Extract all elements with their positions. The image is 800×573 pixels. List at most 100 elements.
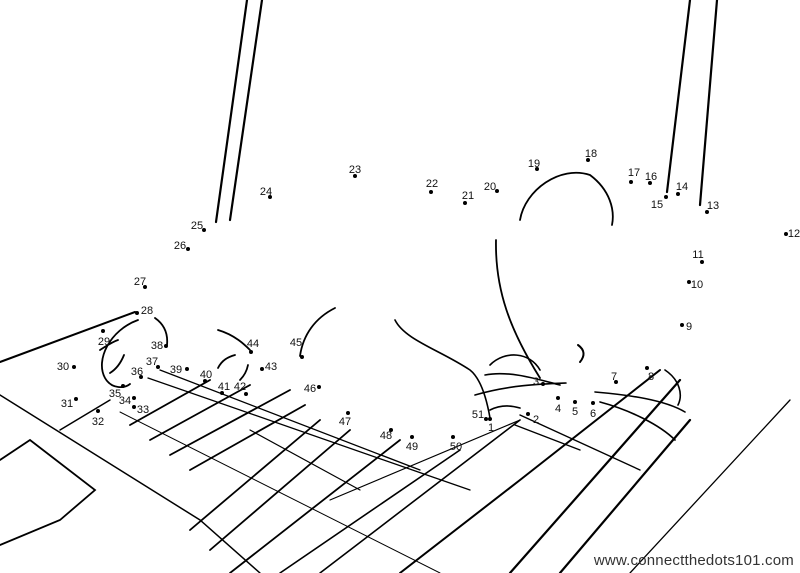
dot-label-13: 13 xyxy=(707,200,719,212)
dot-28 xyxy=(135,311,139,315)
dot-label-9: 9 xyxy=(686,321,692,333)
site-footer: www.connectthedots101.com xyxy=(593,552,794,569)
right-hand-outline xyxy=(495,171,614,379)
dot-17 xyxy=(629,180,633,184)
right-hand-detail xyxy=(577,344,585,363)
keyboard-line xyxy=(508,378,692,573)
dot-51 xyxy=(484,417,488,421)
dot-49 xyxy=(410,435,414,439)
dot-label-6: 6 xyxy=(590,408,596,420)
dot-37 xyxy=(156,365,160,369)
dot-label-4: 4 xyxy=(555,403,561,415)
dot-label-34: 34 xyxy=(119,395,131,407)
dot-label-18: 18 xyxy=(585,148,597,160)
keyboard-line xyxy=(399,369,661,573)
dot-6 xyxy=(591,401,595,405)
dot-label-3: 3 xyxy=(533,376,539,388)
dot-34 xyxy=(132,396,136,400)
dot-44 xyxy=(249,350,253,354)
dot-label-20: 20 xyxy=(484,181,496,193)
dot-21 xyxy=(463,201,467,205)
touchpad xyxy=(0,438,97,546)
right-hand-detail xyxy=(594,369,686,441)
dot-12 xyxy=(784,232,788,236)
dot-label-10: 10 xyxy=(691,279,703,291)
dot-29 xyxy=(101,329,105,333)
dot-8 xyxy=(645,366,649,370)
dot-27 xyxy=(143,285,147,289)
dot-33 xyxy=(132,405,136,409)
dot-label-46: 46 xyxy=(304,383,316,395)
dot-label-31: 31 xyxy=(61,398,73,410)
dot-label-38: 38 xyxy=(151,340,163,352)
dot-45 xyxy=(300,355,304,359)
dot-label-32: 32 xyxy=(92,416,104,428)
dot-18 xyxy=(586,158,590,162)
dot-36 xyxy=(139,375,143,379)
dot-label-39: 39 xyxy=(170,364,182,376)
dot-22 xyxy=(429,190,433,194)
dot-19 xyxy=(535,167,539,171)
dot-label-44: 44 xyxy=(247,338,259,350)
dot-15 xyxy=(664,195,668,199)
dot-47 xyxy=(346,411,350,415)
dot-46 xyxy=(317,385,321,389)
dot-38 xyxy=(164,344,168,348)
dot-label-25: 25 xyxy=(191,220,203,232)
laptop-edge xyxy=(0,311,136,363)
dot-label-41: 41 xyxy=(218,381,230,393)
dot-2 xyxy=(526,412,530,416)
dot-4 xyxy=(556,396,560,400)
dot-label-51: 51 xyxy=(472,409,484,421)
dot-label-24: 24 xyxy=(260,186,272,198)
dot-35 xyxy=(121,384,125,388)
dot-1 xyxy=(488,417,492,421)
dot-23 xyxy=(353,174,357,178)
dot-24 xyxy=(268,195,272,199)
dot-label-19: 19 xyxy=(528,158,540,170)
dot-label-50: 50 xyxy=(450,441,462,453)
dot-label-28: 28 xyxy=(141,305,153,317)
dot-5 xyxy=(573,400,577,404)
dot-10 xyxy=(687,280,691,284)
dot-30 xyxy=(72,365,76,369)
right-hand-fingers xyxy=(474,354,567,411)
dot-label-49: 49 xyxy=(406,441,418,453)
dot-label-8: 8 xyxy=(648,371,654,383)
dot-9 xyxy=(680,323,684,327)
keyboard-line xyxy=(119,411,441,573)
dot-label-40: 40 xyxy=(200,369,212,381)
left-hand-fingers xyxy=(217,329,251,381)
dot-label-36: 36 xyxy=(131,366,143,378)
dot-label-16: 16 xyxy=(645,171,657,183)
dot-label-30: 30 xyxy=(57,361,69,373)
dot-11 xyxy=(700,260,704,264)
dot-label-17: 17 xyxy=(628,167,640,179)
dot-40 xyxy=(203,379,207,383)
dot-14 xyxy=(676,192,680,196)
dot-label-27: 27 xyxy=(134,276,146,288)
keyboard-line xyxy=(189,419,401,573)
dot-label-37: 37 xyxy=(146,356,158,368)
dot-label-29: 29 xyxy=(98,336,110,348)
screen-edge-left xyxy=(214,0,264,224)
keyboard-line xyxy=(279,419,521,573)
dot-31 xyxy=(74,397,78,401)
dot-label-33: 33 xyxy=(137,404,149,416)
dot-32 xyxy=(96,409,100,413)
dot-48 xyxy=(389,428,393,432)
left-hand xyxy=(99,317,169,388)
dot-label-14: 14 xyxy=(676,181,688,193)
dot-label-26: 26 xyxy=(174,240,186,252)
keyboard-line xyxy=(147,369,471,491)
dot-label-42: 42 xyxy=(234,381,246,393)
keyboard-line xyxy=(59,399,111,431)
dot-label-35: 35 xyxy=(109,388,121,400)
keyboard-line xyxy=(629,399,791,573)
dot-label-21: 21 xyxy=(462,190,474,202)
dot-26 xyxy=(186,247,190,251)
dot-label-11: 11 xyxy=(692,249,703,261)
